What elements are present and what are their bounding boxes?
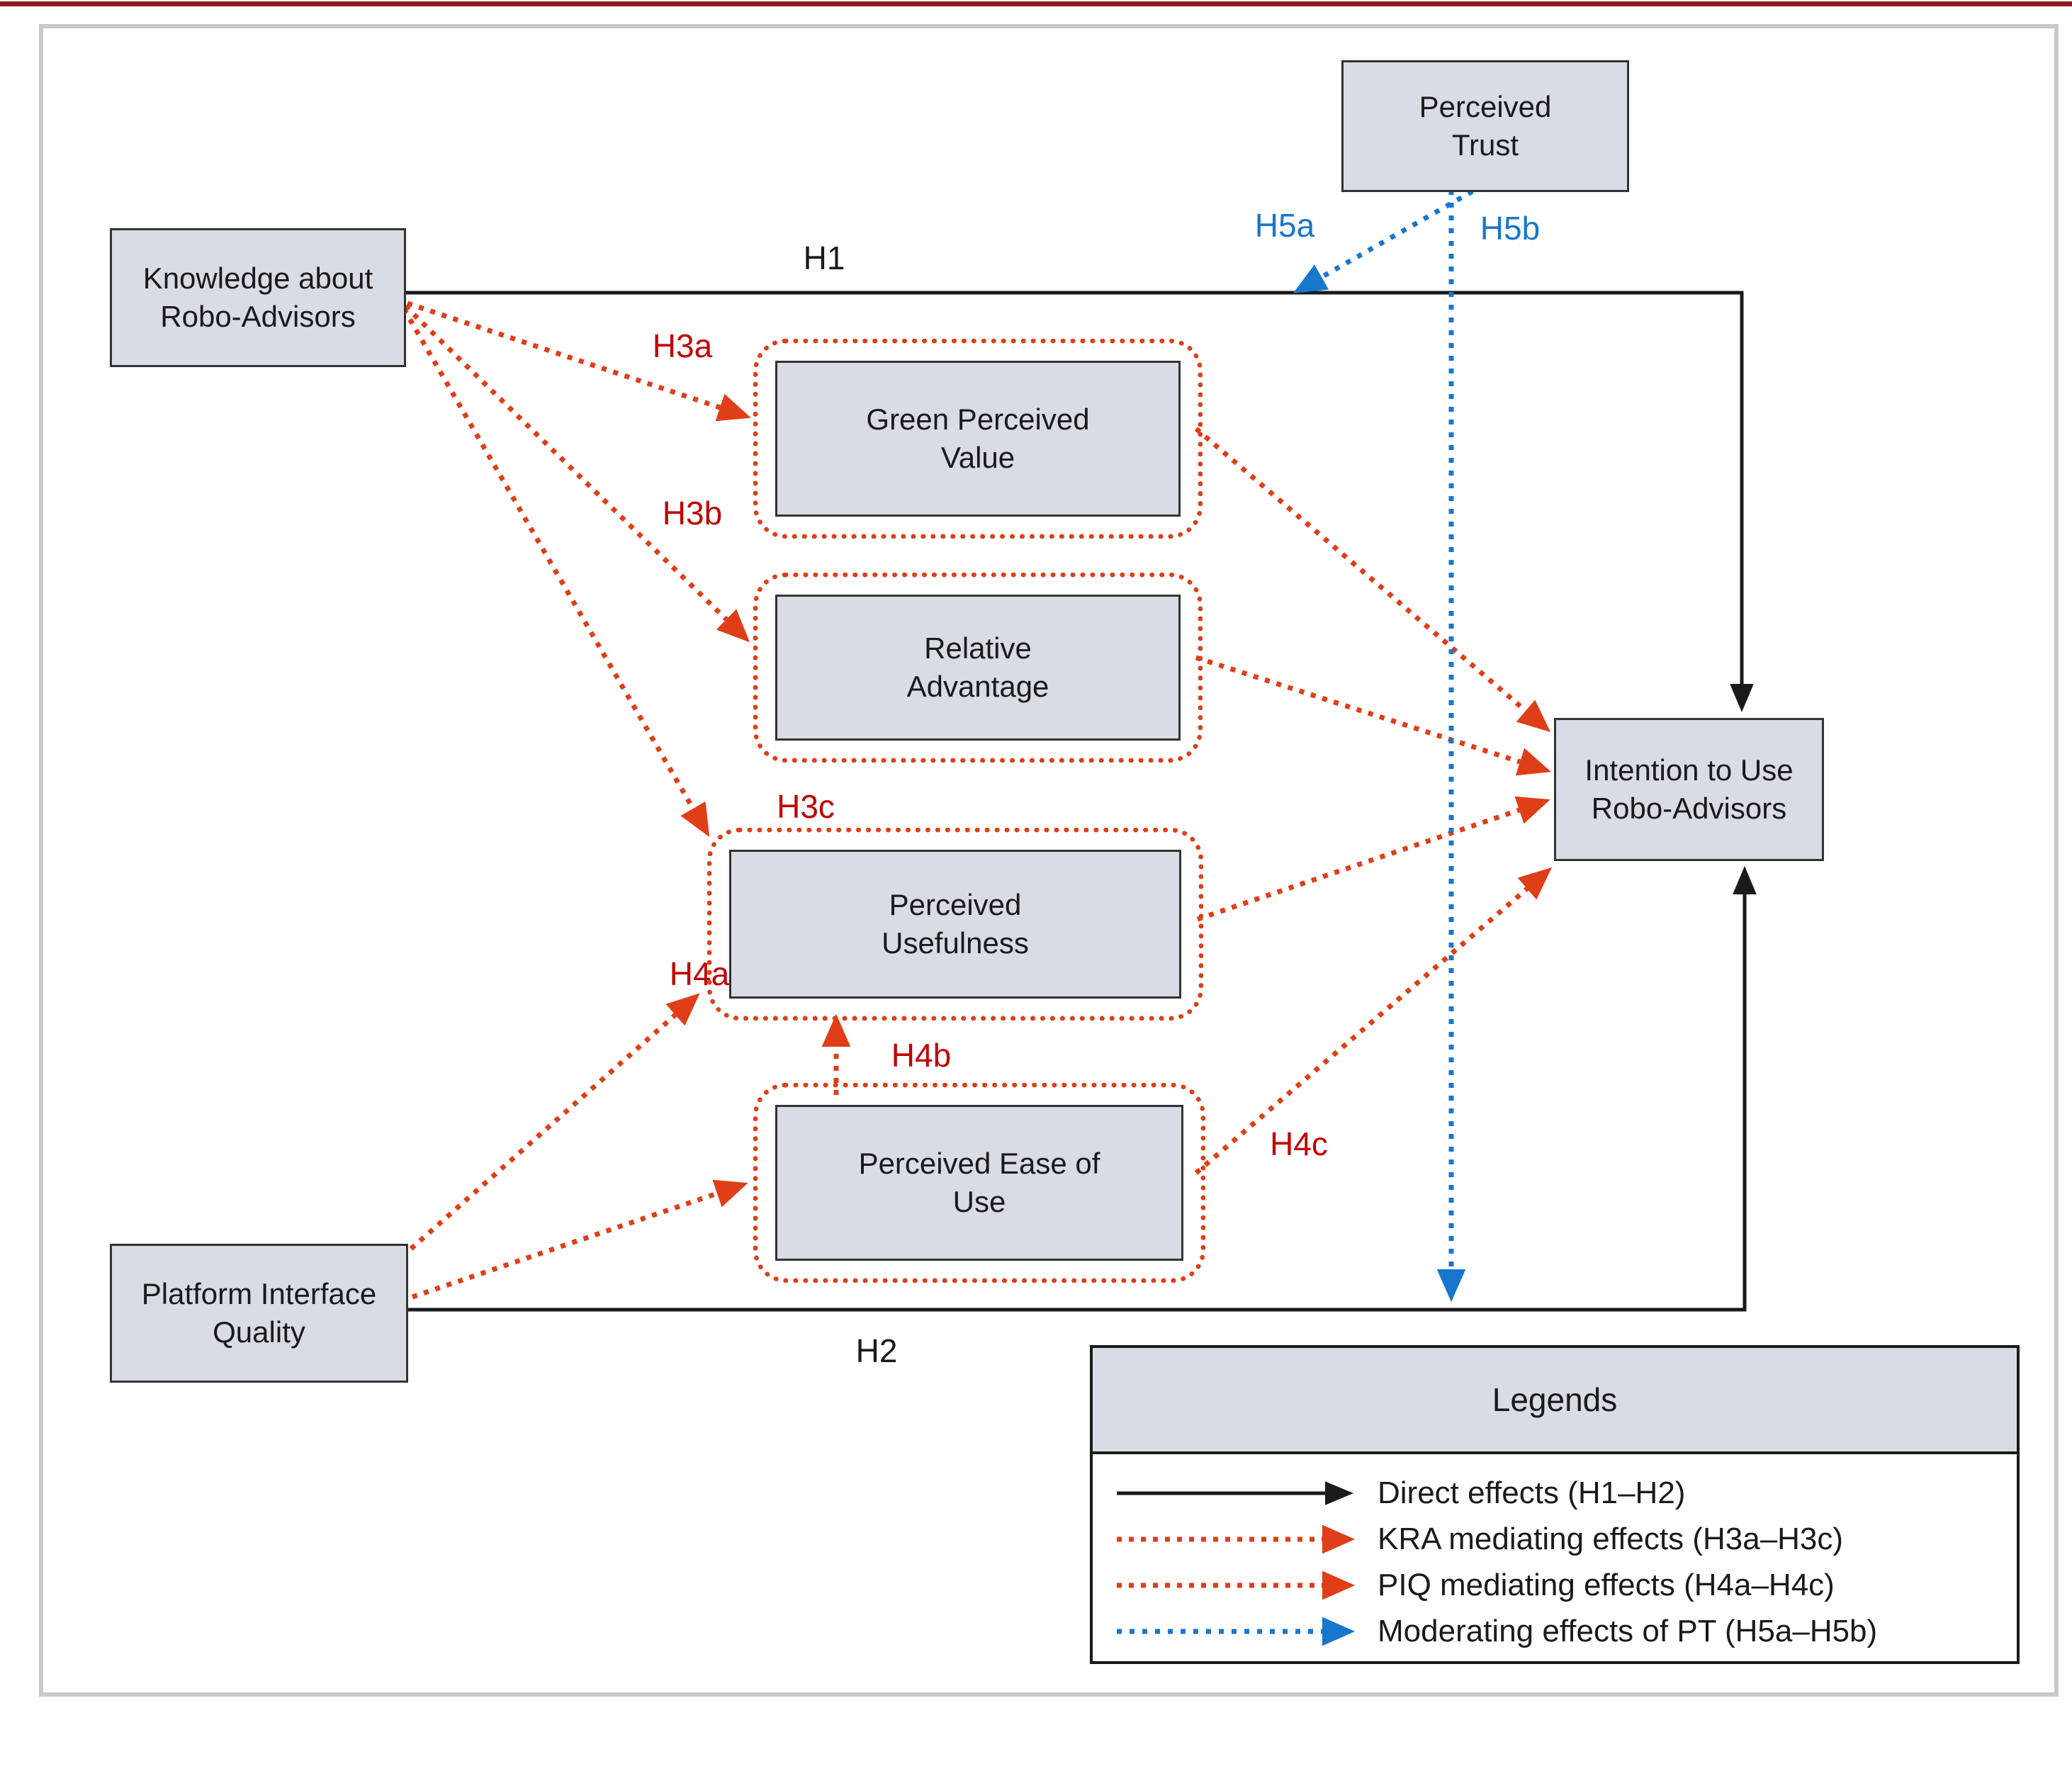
mediator-perceived-ease-of-use: Perceived Ease of Use [753,1083,1205,1283]
label-h4c: H4c [1270,1125,1328,1162]
node-perceived-usefulness: Perceived Usefulness [729,850,1181,999]
legend-row-kra: KRA mediating effects (H3a–H3c) [1113,1516,2017,1562]
legend-row-moderating: Moderating effects of PT (H5a–H5b) [1113,1608,2017,1654]
node-intention-to-use: Intention to Use Robo-Advisors [1554,718,1824,861]
legend-row-direct: Direct effects (H1–H2) [1113,1470,2017,1516]
label-h1: H1 [803,240,845,276]
legend-label-piq: PIQ mediating effects (H4a–H4c) [1378,1567,1835,1602]
label-h3b: H3b [662,495,723,532]
legend-body: Direct effects (H1–H2) KRA mediating eff… [1093,1454,2017,1654]
legend-title: Legends [1093,1348,2017,1454]
node-relative-advantage: Relative Advantage [775,595,1181,741]
page-top-rule [0,1,2072,6]
node-platform-interface-quality: Platform Interface Quality [110,1244,408,1383]
label-h5b: H5b [1480,210,1541,247]
figure-frame [39,24,2059,1697]
mediator-relative-advantage: Relative Advantage [753,573,1203,763]
label-h4b: H4b [891,1037,952,1074]
label-h4a: H4a [669,955,730,992]
label-h5a: H5a [1254,207,1315,244]
node-knowledge-about-robo-advisors: Knowledge about Robo-Advisors [110,228,406,367]
legend-box: Legends Direct effects (H1–H2) KRA media… [1090,1345,2020,1664]
mediator-green-perceived-value: Green Perceived Value [753,339,1203,539]
legend-label-direct: Direct effects (H1–H2) [1378,1475,1686,1510]
mediator-perceived-usefulness: Perceived Usefulness [707,828,1203,1021]
label-h2: H2 [855,1332,898,1369]
node-perceived-trust: Perceived Trust [1341,60,1629,192]
node-perceived-ease-of-use: Perceived Ease of Use [775,1105,1183,1261]
moderating-arrow-icon [1117,1617,1356,1646]
kra-mediating-arrow-icon [1117,1524,1356,1553]
legend-label-kra: KRA mediating effects (H3a–H3c) [1378,1521,1844,1556]
label-h3c: H3c [777,788,835,825]
label-h3a: H3a [652,327,713,364]
piq-mediating-arrow-icon [1117,1570,1356,1600]
direct-effect-arrow-icon [1117,1480,1353,1505]
legend-row-piq: PIQ mediating effects (H4a–H4c) [1113,1562,2017,1608]
node-green-perceived-value: Green Perceived Value [775,361,1181,517]
legend-label-moderating: Moderating effects of PT (H5a–H5b) [1378,1613,1878,1648]
